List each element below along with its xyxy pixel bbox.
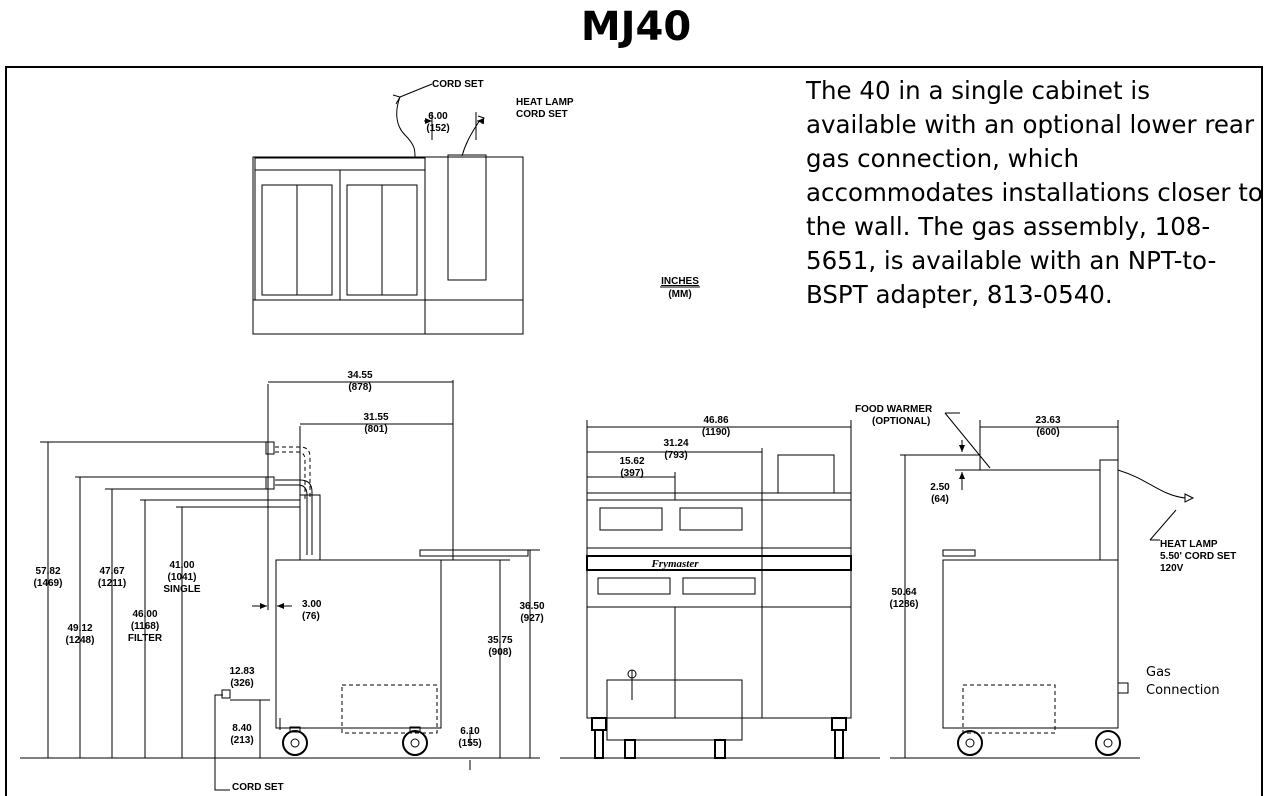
dim-49-12-in: 49.12 bbox=[67, 623, 92, 634]
dim-50-64-mm: (1286) bbox=[890, 599, 919, 610]
dim-31-55-in: 31.55 bbox=[363, 412, 388, 423]
dim-46-00-mm: (1168) bbox=[131, 621, 159, 632]
dim-46-86-in: 46.86 bbox=[703, 415, 728, 426]
dim-3-00-mm: (76) bbox=[302, 611, 320, 622]
dim-6-10-in: 6.10 bbox=[460, 726, 480, 737]
dim-12-83-in: 12.83 bbox=[229, 666, 254, 677]
right-side-view bbox=[890, 412, 1195, 759]
dim-49-12-mm: (1248) bbox=[66, 635, 95, 646]
dim-23-63-in: 23.63 bbox=[1035, 415, 1060, 426]
side-view bbox=[20, 380, 540, 791]
dim-6-00-in: 6.00 bbox=[428, 111, 448, 122]
dim-2-50-in: 2.50 bbox=[930, 482, 950, 493]
heat-lamp-cord-set-label-1: HEAT LAMP bbox=[516, 97, 574, 108]
top-view bbox=[252, 83, 524, 335]
dim-31-24-in: 31.24 bbox=[663, 438, 688, 449]
dim-34-55-mm: (878) bbox=[348, 382, 371, 393]
brand-logo: Frymaster bbox=[650, 558, 699, 570]
cord-set-label-top: CORD SET bbox=[432, 79, 484, 90]
dim-35-75-mm: (908) bbox=[488, 647, 511, 658]
front-view: Frymaster bbox=[560, 420, 880, 759]
dim-12-83-mm: (326) bbox=[230, 678, 253, 689]
units-inches-label: INCHES bbox=[661, 276, 699, 287]
dim-15-62-mm: (397) bbox=[620, 468, 643, 479]
description-text: The 40 in a single cabinet is available … bbox=[806, 76, 1263, 309]
heat-lamp-label-1: HEAT LAMP bbox=[1160, 539, 1218, 550]
heat-lamp-label-2: 5.50' CORD SET bbox=[1160, 551, 1236, 562]
cord-set-label-bottom: CORD SET bbox=[232, 782, 284, 793]
dim-36-50-in: 36.50 bbox=[519, 601, 544, 612]
dim-34-55-in: 34.55 bbox=[347, 370, 372, 381]
dim-35-75-in: 35.75 bbox=[487, 635, 512, 646]
heat-lamp-cord-set-label-2: CORD SET bbox=[516, 109, 568, 120]
heat-lamp-label-3: 120V bbox=[1160, 563, 1184, 574]
dim-47-67-mm: (1211) bbox=[98, 578, 126, 589]
dim-6-10-mm: (155) bbox=[458, 738, 481, 749]
dim-23-63-mm: (600) bbox=[1036, 427, 1059, 438]
dim-57-82-mm: (1469) bbox=[34, 578, 63, 589]
dim-6-00-mm: (152) bbox=[426, 123, 449, 134]
page-title: MJ40 bbox=[580, 4, 692, 50]
dim-8-40-in: 8.40 bbox=[232, 723, 252, 734]
dim-3-00-in: 3.00 bbox=[302, 599, 322, 610]
dim-31-24-mm: (793) bbox=[664, 450, 687, 461]
dim-41-00-note: SINGLE bbox=[163, 584, 201, 595]
dim-41-00-mm: (1041) bbox=[168, 572, 197, 583]
dim-47-67-in: 47.67 bbox=[99, 566, 124, 577]
dim-57-82-in: 57.82 bbox=[35, 566, 60, 577]
units-mm-label: (MM) bbox=[668, 289, 691, 300]
gas-connection-label: Gas Connection bbox=[1146, 665, 1220, 698]
dim-15-62-in: 15.62 bbox=[619, 456, 644, 467]
dim-2-50-mm: (64) bbox=[931, 494, 949, 505]
dim-36-50-mm: (927) bbox=[520, 613, 543, 624]
dim-31-55-mm: (801) bbox=[364, 424, 387, 435]
dim-41-00-in: 41.00 bbox=[169, 560, 194, 571]
dim-50-64-in: 50.64 bbox=[891, 587, 916, 598]
dim-46-86-mm: (1190) bbox=[702, 427, 730, 438]
food-warmer-label-1: FOOD WARMER bbox=[855, 404, 933, 415]
drawing-frame bbox=[5, 66, 1263, 796]
food-warmer-label-2: (OPTIONAL) bbox=[872, 416, 930, 427]
dim-8-40-mm: (213) bbox=[230, 735, 253, 746]
dim-46-00-in: 46.00 bbox=[132, 609, 157, 620]
dim-46-00-note: FILTER bbox=[128, 633, 163, 644]
